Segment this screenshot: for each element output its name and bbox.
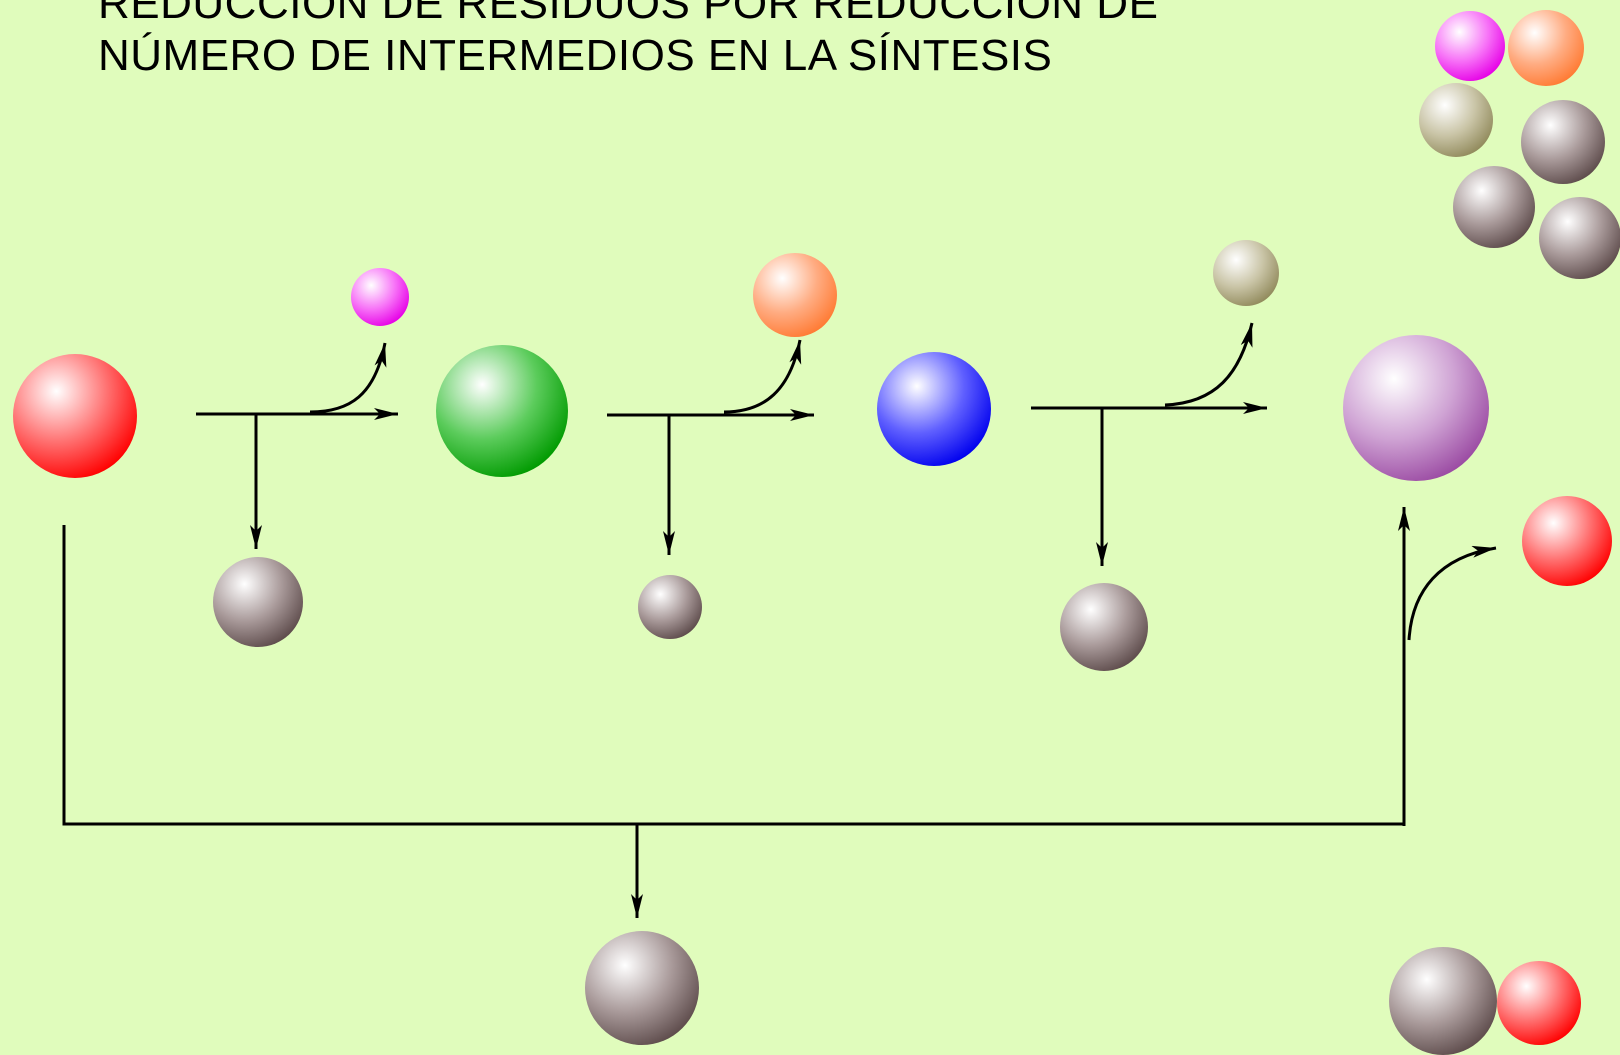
legend-spheres bbox=[1419, 10, 1620, 279]
legend-sphere-gray-1 bbox=[1521, 100, 1605, 184]
pair-sphere-gray bbox=[1389, 947, 1497, 1055]
pair-sphere-red bbox=[1497, 961, 1581, 1045]
direct-route-line bbox=[62, 525, 1404, 826]
title-line-2: NÚMERO DE INTERMEDIOS EN LA SÍNTESIS bbox=[98, 31, 1053, 80]
step1-release-arrow bbox=[309, 342, 387, 414]
intermediate-sphere-green bbox=[436, 345, 568, 477]
product-sphere-purple bbox=[1343, 335, 1489, 481]
waste-sphere-3 bbox=[1060, 583, 1148, 671]
legend-sphere-orange bbox=[1508, 10, 1584, 86]
start-sphere-red bbox=[13, 354, 137, 478]
step3-release-arrow bbox=[1164, 322, 1254, 407]
legend-sphere-gray-2 bbox=[1453, 166, 1535, 248]
intermediate-sphere-blue bbox=[877, 352, 991, 466]
slide-title: REDUCCIÓN DE RESIDUOS POR REDUCCIÓN DE N… bbox=[98, 0, 1298, 82]
reagent-sphere-magenta bbox=[351, 268, 409, 326]
reagent-sphere-olive bbox=[1213, 240, 1279, 306]
title-line-1: REDUCCIÓN DE RESIDUOS POR REDUCCIÓN DE bbox=[98, 0, 1159, 28]
reagent-sphere-orange bbox=[753, 253, 837, 337]
waste-sphere-1 bbox=[213, 557, 303, 647]
legend-sphere-olive bbox=[1419, 83, 1493, 157]
step2-release-arrow bbox=[723, 339, 802, 414]
waste-sphere-2 bbox=[638, 575, 702, 639]
byproduct-sphere-red bbox=[1522, 496, 1612, 586]
legend-sphere-magenta bbox=[1435, 11, 1505, 81]
legend-sphere-gray-3 bbox=[1539, 197, 1620, 279]
waste-sphere-direct bbox=[585, 931, 699, 1045]
byproduct-release-arrow bbox=[1407, 545, 1497, 641]
